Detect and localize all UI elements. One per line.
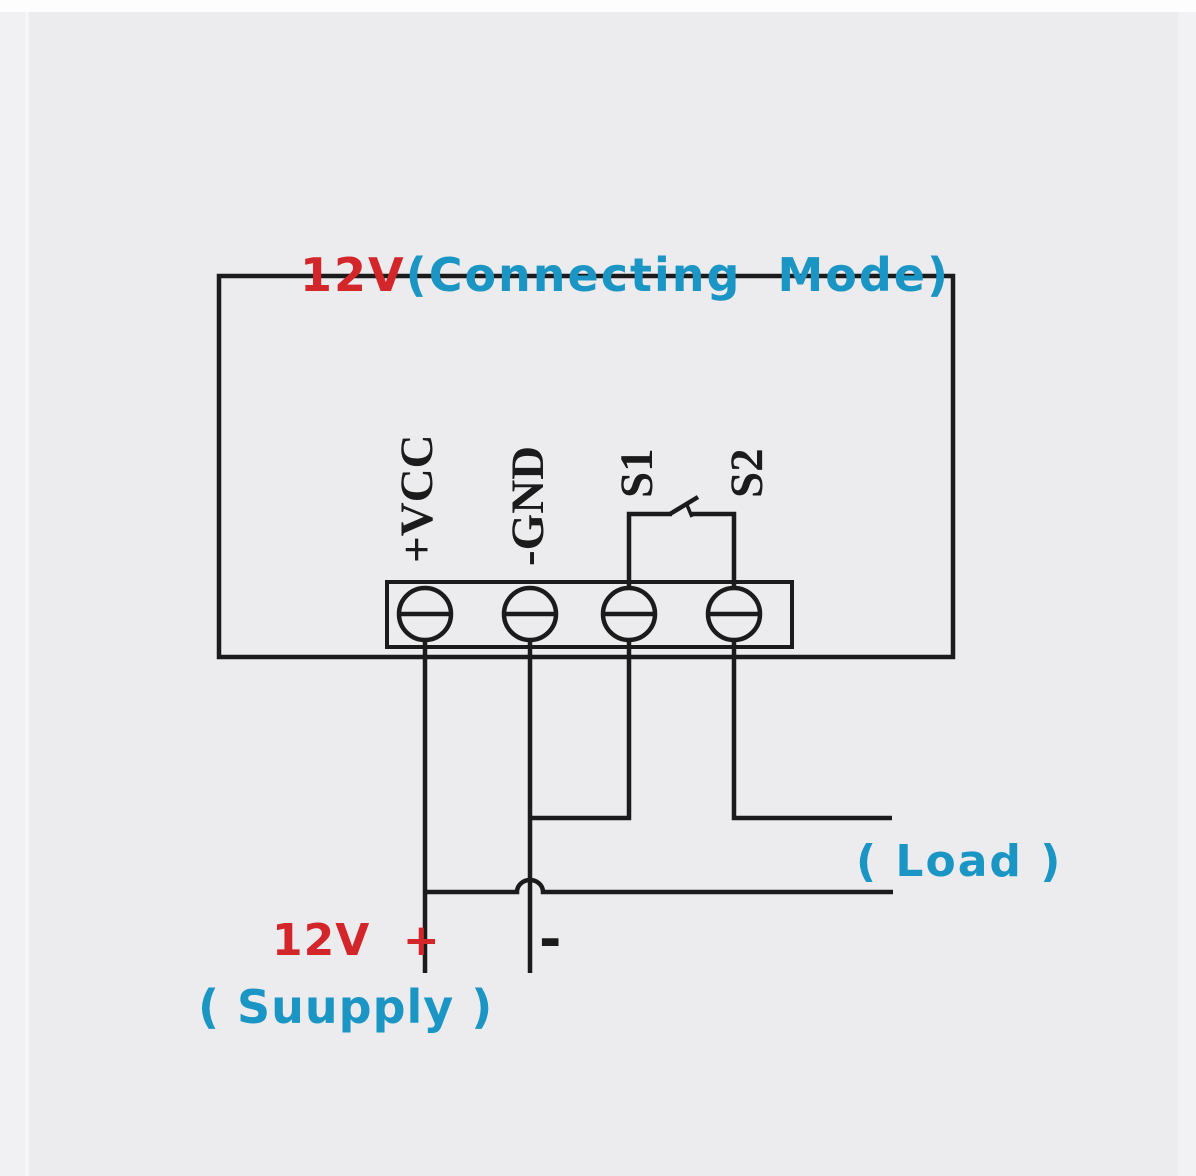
supply-plus-label: 12V + [272,915,441,966]
title-voltage: 12V [300,248,406,302]
diagram-title: 12V(Connecting Mode) [0,194,1178,356]
switch-symbol [626,495,737,588]
left-edge-strip [0,12,25,1176]
terminal-strip [385,580,794,649]
pin-label-s1: S1 [611,448,663,498]
terminal-screw-vcc [396,585,454,643]
pin-label-vcc: +VCC [391,434,443,563]
title-mode: (Connecting Mode) [405,248,951,302]
supply-minus-label: - [539,908,562,971]
pin-label-s2: S2 [721,448,773,498]
wire-vcc-to-load-with-hop [425,877,893,895]
supply-label: ( Suupply ) [198,980,494,1034]
pin-label-gnd: -GND [502,445,554,566]
load-label: ( Load ) [856,836,1063,887]
terminal-screw-s1 [600,585,658,643]
terminal-screw-s2 [705,585,763,643]
wire-s1-to-gnd [530,640,632,821]
right-edge-strip [1178,12,1196,1176]
wire-s2-to-load [731,640,892,821]
left-edge-line [25,12,29,1176]
module-outline-box [216,273,956,660]
switch-blade [668,495,700,516]
terminal-screw-gnd [501,585,559,643]
top-white-strip [0,0,1196,12]
